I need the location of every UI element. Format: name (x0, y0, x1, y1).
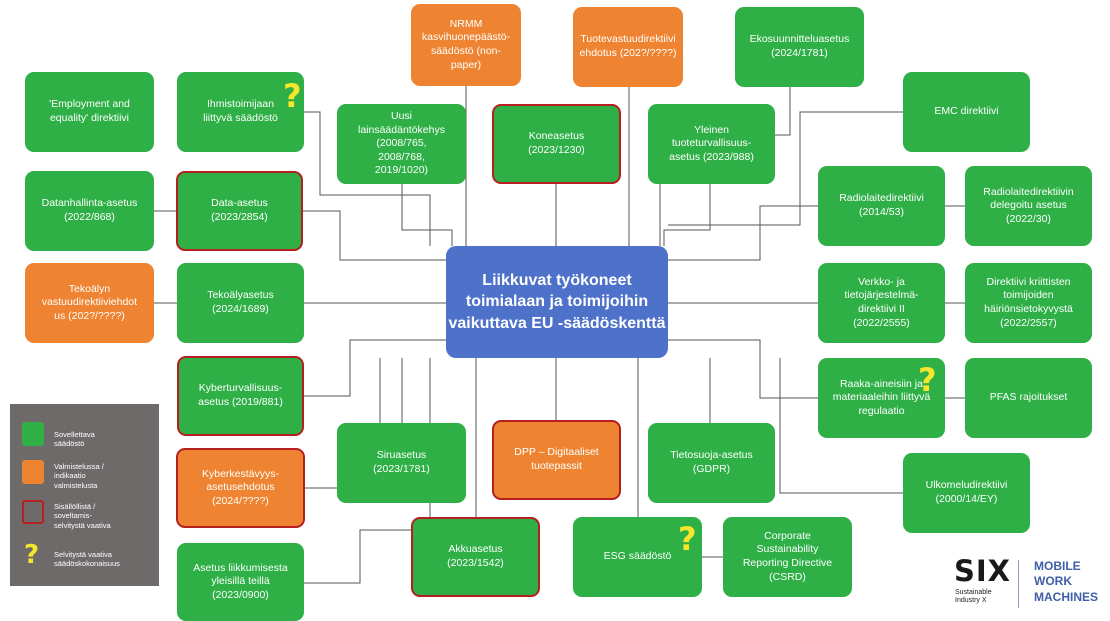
regulation-box-radiolaite: Radiolaitedirektiivi (2014/53) (818, 166, 945, 246)
connector-line (779, 358, 903, 494)
regulation-box-datanhallinta: Datanhallinta-asetus (2022/868) (25, 171, 154, 251)
connector-line (663, 184, 711, 246)
connector-line (401, 184, 453, 246)
regulation-box-ihmistoimijaan: Ihmistoimijaan liittyvä säädöstö (177, 72, 304, 152)
regulation-box-liikkuminen: Asetus liikkumisesta yleisillä teillä (2… (177, 543, 304, 621)
regulation-box-ulkomelu: Ulkomeludirektiivi (2000/14/EY) (903, 453, 1030, 533)
regulation-box-employment: 'Employment and equality' direktiivi (25, 72, 154, 152)
regulation-box-verkko: Verkko- ja tietojärjestelmä- direktiivi … (818, 263, 945, 343)
legend-label-in-preparation: Valmistelussa / indikaatio valmistelusta (54, 462, 104, 490)
legend-label-question: Selvitystä vaativa säädöskokonaisuus (54, 550, 120, 569)
regulation-box-csrd: Corporate Sustainability Reporting Direc… (723, 517, 852, 597)
center-topic: Liikkuvat työkoneet toimialaan ja toimij… (446, 246, 668, 358)
regulation-box-ekosuunnittelu: Ekosuunnitteluasetus (2024/1781) (735, 7, 864, 87)
connector-line (668, 339, 818, 399)
logo-separator (1018, 560, 1019, 608)
mobile-work-machines-logo: MOBILE WORK MACHINES (1034, 559, 1099, 604)
regulation-box-emc: EMC direktiivi (903, 72, 1030, 152)
legend: Sovellettava säädöstö Valmistelussa / in… (10, 404, 159, 586)
connector-line (304, 111, 431, 246)
connector-line (304, 339, 446, 397)
regulation-box-esg: ESG säädöstö (573, 517, 702, 597)
regulation-box-kyberkest: Kyberkestävyys- asetusehdotus (2024/????… (176, 448, 305, 528)
legend-label-applicable: Sovellettava säädöstö (54, 430, 95, 449)
six-logo-subtitle: Sustainable Industry X (955, 589, 992, 605)
regulation-box-kyber: Kyberturvallisuus- asetus (2019/881) (177, 356, 304, 436)
legend-swatch-needs-review (22, 500, 44, 524)
regulation-box-yleinen: Yleinen tuoteturvallisuus- asetus (2023/… (648, 104, 775, 184)
question-mark-icon: ? (678, 520, 697, 558)
regulation-box-tuotevastuu: Tuotevastuudirektiivi ehdotus (202?/????… (573, 7, 683, 87)
regulation-box-raaka: Raaka-aineisiin ja materiaaleihin liitty… (818, 358, 945, 438)
question-mark-icon: ? (918, 361, 937, 399)
question-mark-icon: ? (283, 77, 302, 115)
legend-swatch-in-preparation (22, 460, 44, 484)
legend-swatch-applicable (22, 422, 44, 446)
regulation-box-tekoaly-vastuu: Tekoälyn vastuudirektiiviehdot us (202?/… (25, 263, 154, 343)
regulation-box-tietosuoja: Tietosuoja-asetus (GDPR) (648, 423, 775, 503)
regulation-box-tekoaly: Tekoälyasetus (2024/1689) (177, 263, 304, 343)
regulation-box-dpp: DPP – Digitaaliset tuotepassit (492, 420, 621, 500)
regulation-box-koneasetus: Koneasetus (2023/1230) (492, 104, 621, 184)
regulation-box-pfas: PFAS rajoitukset (965, 358, 1092, 438)
connector-line (668, 205, 818, 261)
legend-label-needs-review: Sisällöllistä / soveltamis- selvitystä v… (54, 502, 111, 530)
six-logo-wordmark: SIX (954, 554, 1012, 588)
regulation-box-nrmm: NRMM kasvihuonepäästö- säädöstö (non-pap… (411, 4, 521, 86)
connector-line (668, 111, 903, 226)
regulation-box-uusi: Uusi lainsäädäntökehys (2008/765, 2008/7… (337, 104, 466, 184)
regulation-box-akku: Akkuasetus (2023/1542) (411, 517, 540, 597)
regulation-box-radiolaite-del: Radiolaitedirektiivin delegoitu asetus (… (965, 166, 1092, 246)
regulation-box-data: Data-asetus (2023/2854) (176, 171, 303, 251)
regulation-box-kriittiset: Direktiivi kriittisten toimijoiden häiri… (965, 263, 1092, 343)
connector-line (303, 210, 446, 261)
regulation-box-siru: Siruasetus (2023/1781) (337, 423, 466, 503)
legend-question-icon: ? (24, 540, 40, 570)
